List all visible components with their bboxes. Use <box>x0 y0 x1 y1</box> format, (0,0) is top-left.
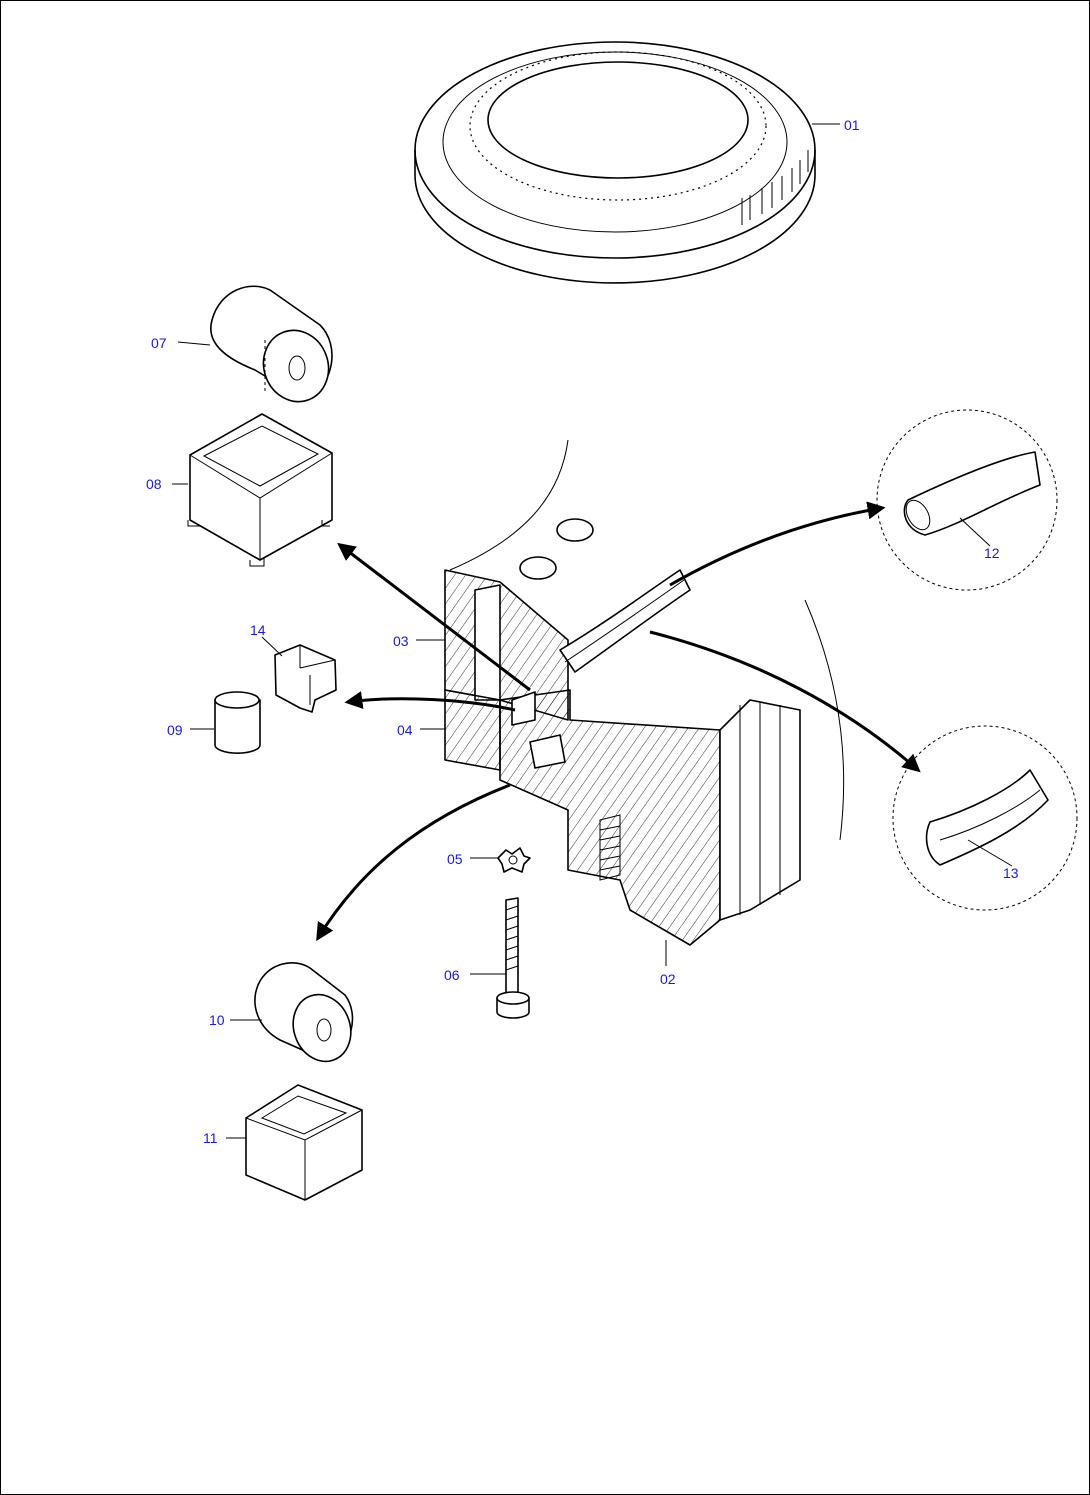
callout-13: 13 <box>1003 865 1019 881</box>
callout-09: 09 <box>167 722 183 738</box>
part-06-bolt <box>496 897 530 1019</box>
callout-11: 11 <box>203 1130 218 1146</box>
callout-labels: 01 02 03 04 05 06 07 08 09 10 11 12 13 1… <box>146 117 1019 1146</box>
callout-08: 08 <box>146 476 162 492</box>
callout-04: 04 <box>397 722 413 738</box>
callout-01: 01 <box>844 117 860 133</box>
part-07-bushing <box>210 285 333 403</box>
callout-12: 12 <box>984 545 1000 561</box>
callout-03: 03 <box>393 633 409 649</box>
part-11-housing <box>245 1084 363 1201</box>
callout-14: 14 <box>250 622 266 638</box>
callout-02: 02 <box>660 971 676 987</box>
part-10-bushing <box>254 962 354 1063</box>
ring-gear-teeth <box>741 150 809 225</box>
part-08-housing <box>187 413 333 567</box>
part-05-lock-washer <box>497 847 531 873</box>
callout-07: 07 <box>151 335 167 351</box>
reference-arrows <box>316 501 921 942</box>
callout-05: 05 <box>447 851 463 867</box>
part-09-pin <box>214 691 261 754</box>
callout-06: 06 <box>444 967 460 983</box>
main-section-assembly <box>444 439 845 946</box>
detail-13-seal <box>892 725 1078 911</box>
detail-12-seal <box>876 409 1058 591</box>
callout-10: 10 <box>209 1012 225 1028</box>
part-14-clip <box>274 644 337 713</box>
leader-lines <box>172 123 1013 1139</box>
part-01-slewing-ring <box>414 41 816 284</box>
